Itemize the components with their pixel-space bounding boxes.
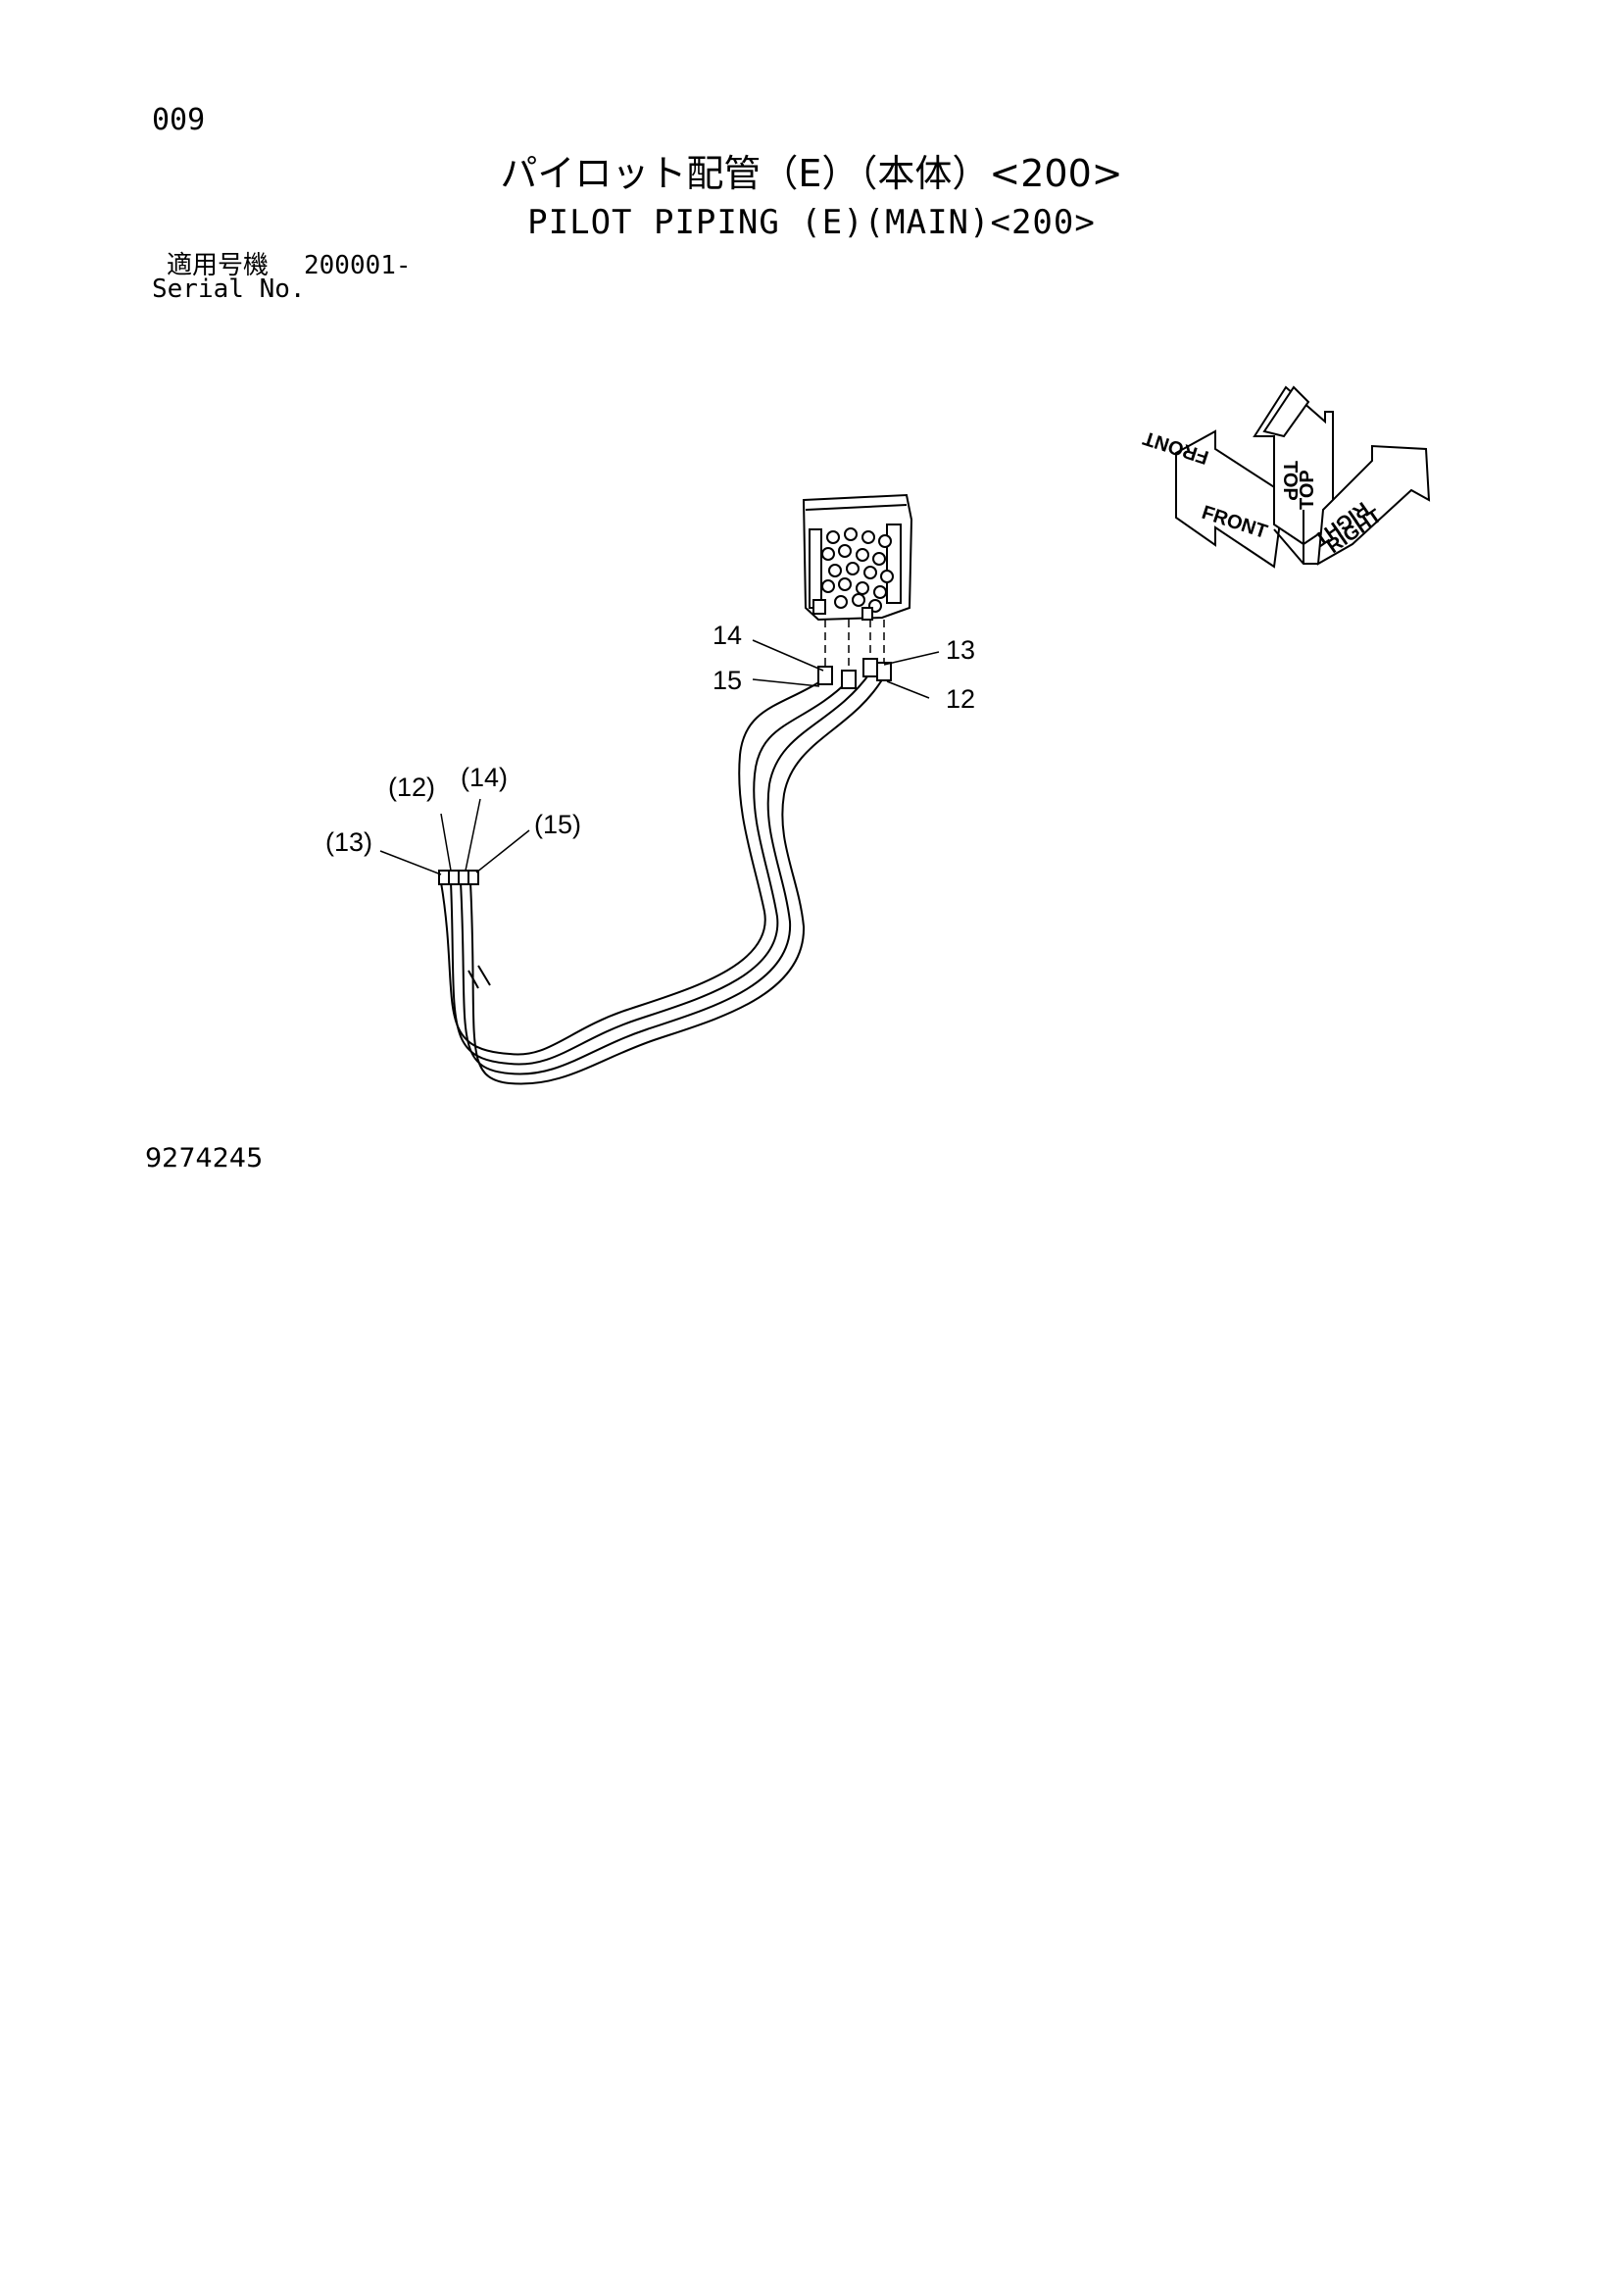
page-number: 009 <box>152 103 206 137</box>
pilot-hoses <box>440 672 885 1085</box>
top-arrow-label: TOP <box>1279 461 1301 501</box>
serial-number-value: 200001- <box>304 251 412 280</box>
serial-label-japanese: 適用号機 <box>167 251 270 280</box>
connection-centerlines <box>824 620 885 671</box>
callout-13: 13 <box>946 635 975 665</box>
page-title-english: PILOT PIPING (E)(MAIN)<200> <box>527 203 1096 242</box>
callout-15-ref: (15) <box>534 810 581 839</box>
leader-lines <box>379 639 940 875</box>
orientation-arrows <box>1175 385 1431 569</box>
callout-12-ref: (12) <box>388 773 435 802</box>
drawing-number: 9274245 <box>145 1143 264 1173</box>
upper-fittings <box>817 658 892 689</box>
callout-14: 14 <box>713 621 742 650</box>
valve-block <box>802 493 913 622</box>
right-arrow-icon <box>1316 444 1431 566</box>
front-arrow-icon <box>1175 429 1280 569</box>
callout-13-ref: (13) <box>325 827 372 857</box>
top-arrow-label-mirrored: TOP <box>1297 470 1318 510</box>
callout-14-ref: (14) <box>461 763 508 792</box>
serial-label-english: Serial No. <box>152 275 306 304</box>
pilot-piping-diagram: FRONT FRONT TOP TOP RIGHT RIGHT <box>325 385 1431 1085</box>
lower-fittings <box>438 870 479 885</box>
callout-12: 12 <box>946 684 975 714</box>
callout-15: 15 <box>713 666 742 695</box>
page-title-japanese: パイロット配管（E）（本体）<200> <box>500 152 1123 195</box>
